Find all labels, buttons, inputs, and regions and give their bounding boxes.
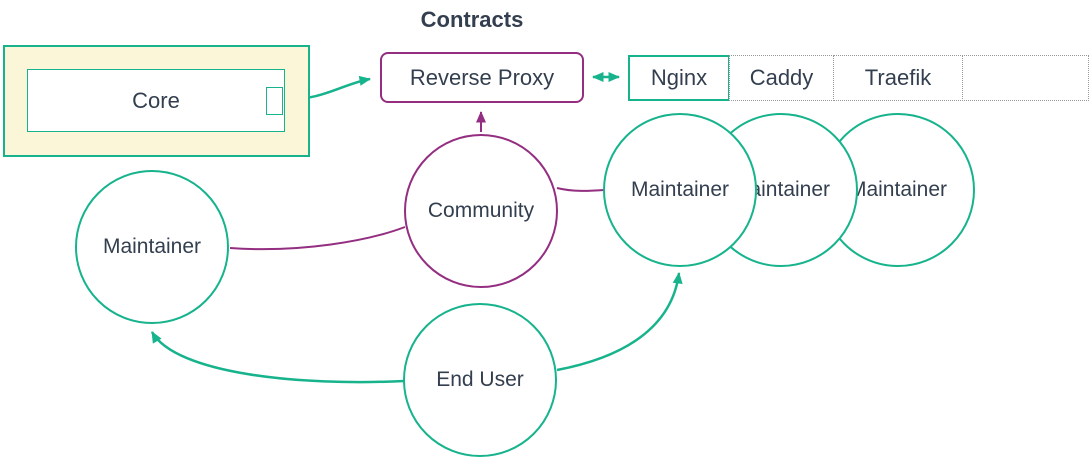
end-user-node: End User	[403, 303, 557, 457]
core-node: Core	[27, 69, 285, 132]
maintainer-right-1-node: Maintainer	[603, 113, 757, 267]
maintainer-right-1-label: Maintainer	[630, 178, 730, 201]
maintainer-right-3-label: Maintainer	[848, 178, 948, 201]
edge-maintainer-left-community	[229, 226, 406, 251]
caddy-label: Caddy	[749, 65, 814, 90]
community-node: Community	[404, 134, 558, 288]
reverse-proxy-label: Reverse Proxy	[409, 64, 555, 90]
core-container: Core	[3, 45, 310, 157]
core-label: Core	[132, 87, 180, 113]
traefik-label: Traefik	[864, 65, 932, 90]
edge-end-user-to-maintainer-left	[150, 331, 405, 384]
diagram-title: Contracts	[420, 7, 524, 32]
proxy-option-empty	[962, 55, 1089, 101]
core-port	[266, 87, 283, 115]
proxy-option-traefik: Traefik	[833, 55, 963, 101]
proxy-option-nginx: Nginx	[628, 55, 730, 101]
end-user-label: End User	[436, 368, 524, 391]
reverse-proxy-node: Reverse Proxy	[380, 52, 584, 103]
edge-community-maintainer-right	[556, 187, 605, 192]
community-label: Community	[427, 199, 535, 222]
nginx-label: Nginx	[650, 65, 708, 90]
proxy-option-caddy: Caddy	[729, 55, 834, 101]
maintainer-left-node: Maintainer	[75, 170, 229, 324]
edge-end-user-to-maintainer-right	[556, 272, 683, 372]
maintainer-left-label: Maintainer	[102, 235, 202, 258]
